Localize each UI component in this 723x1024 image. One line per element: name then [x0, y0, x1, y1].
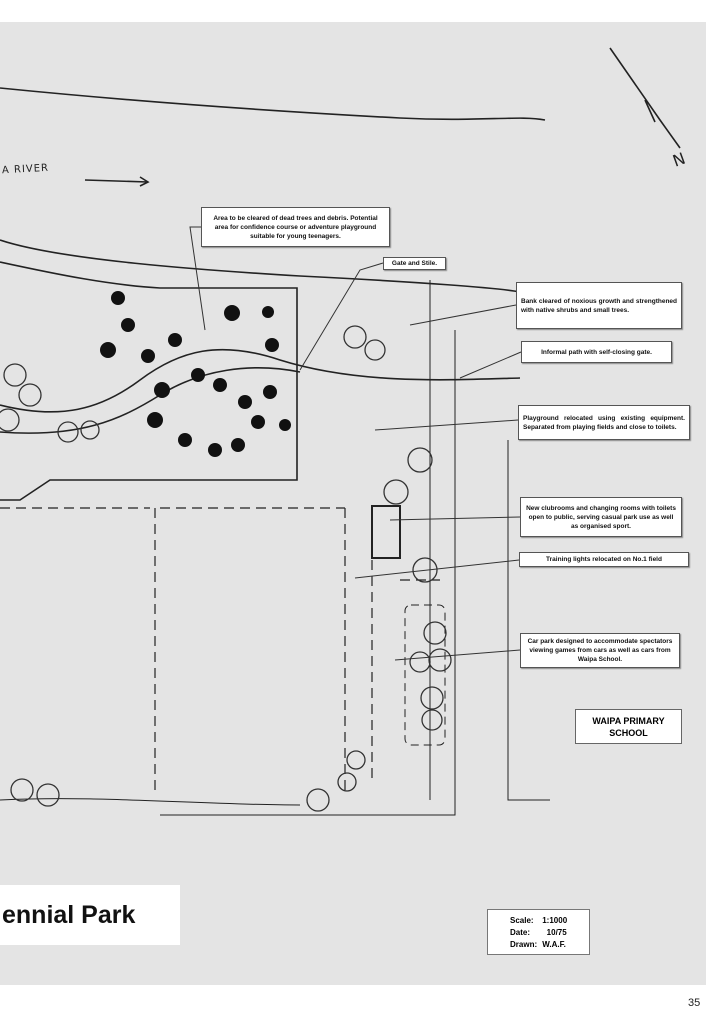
drawn-value: W.A.F.: [542, 940, 566, 949]
note-path: Informal path with self-closing gate.: [521, 341, 672, 363]
plan-title: ennial Park: [0, 885, 180, 945]
scale-value: 1:1000: [542, 916, 568, 925]
clearing-boundary: [0, 261, 298, 501]
native-trees: [100, 291, 291, 457]
date-value: 10/75: [546, 928, 567, 937]
river-line: [0, 87, 546, 121]
school-label-line: WAIPA PRIMARY: [592, 715, 665, 726]
north-arrow: [609, 47, 681, 149]
scale-label: Scale:: [510, 916, 534, 925]
note-bank: Bank cleared of noxious growth and stren…: [516, 282, 682, 329]
date-label: Date:: [510, 928, 531, 937]
clubrooms-outline: [371, 505, 401, 559]
note-clearing: Area to be cleared of dead trees and deb…: [201, 207, 390, 247]
riverbank-line: [0, 239, 521, 293]
page-number: 35: [688, 997, 701, 1009]
leader-lines: [189, 226, 522, 661]
note-gate: Gate and Stile.: [383, 257, 446, 270]
river-arrow: [84, 179, 149, 183]
site-plan-drawing: [0, 47, 681, 816]
note-lights: Training lights relocated on No.1 field: [519, 552, 689, 567]
school-label-line: SCHOOL: [609, 727, 648, 738]
drawn-label: Drawn:: [510, 940, 538, 949]
note-clubrooms: New clubrooms and changing rooms with to…: [520, 497, 682, 537]
scale-box: Scale: 1:1000 Date: 10/75 Drawn: W.A.F.: [487, 909, 590, 955]
note-playground: Playground relocated using existing equi…: [518, 405, 690, 440]
school-label: WAIPA PRIMARY SCHOOL: [575, 709, 682, 744]
tree-circles: [0, 325, 452, 812]
informal-path: [0, 348, 521, 413]
note-carpark: Car park designed to accommodate spectat…: [520, 633, 680, 668]
